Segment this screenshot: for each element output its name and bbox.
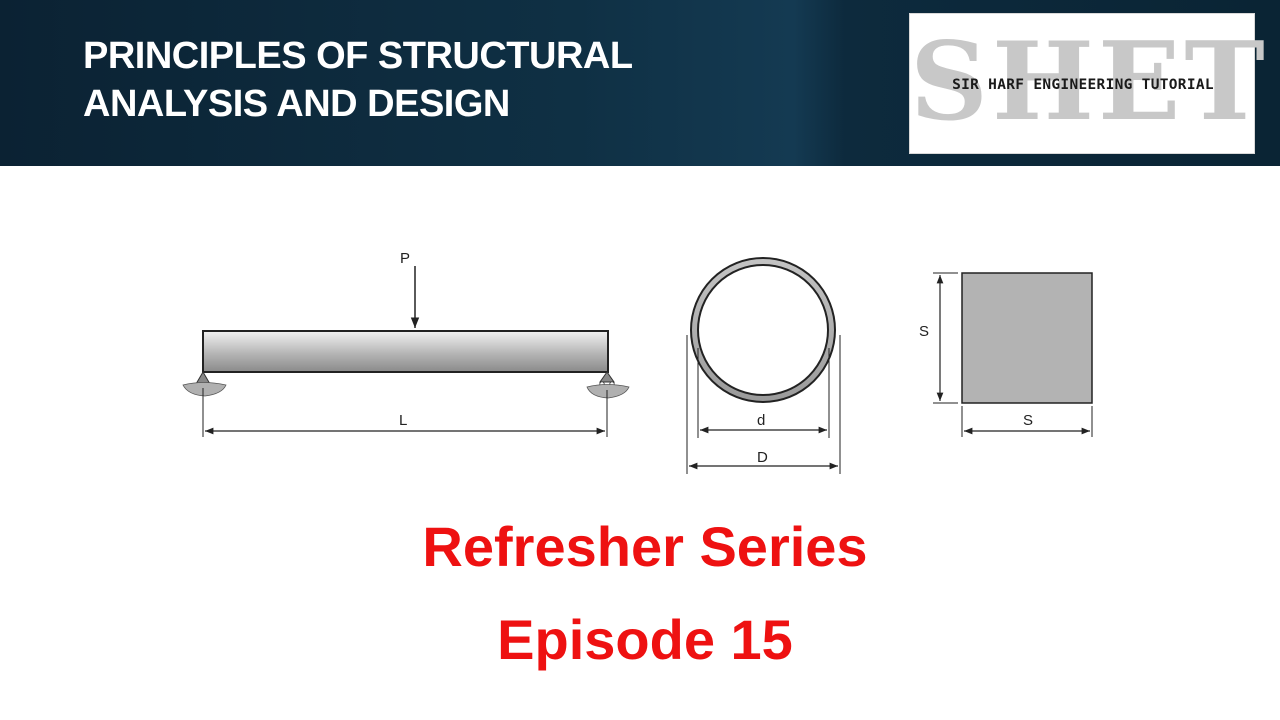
square-height-label: S xyxy=(919,323,929,340)
inner-circle xyxy=(697,264,829,396)
structural-diagram: P L d D S xyxy=(182,250,1093,474)
course-title: PRINCIPLES OF STRUCTURAL ANALYSIS AND DE… xyxy=(83,32,803,128)
course-title-line1: PRINCIPLES OF STRUCTURAL xyxy=(83,35,633,77)
square-width-label: S xyxy=(1023,412,1033,429)
logo-tagline: SIR HARF ENGINEERING TUTORIAL xyxy=(952,77,1214,93)
series-title: Refresher Series xyxy=(422,515,868,578)
outer-diameter-label: D xyxy=(757,449,768,466)
course-title-line2: ANALYSIS AND DESIGN xyxy=(83,83,510,125)
logo-watermark: SHET xyxy=(910,19,1269,145)
square xyxy=(961,272,1093,404)
channel-logo: SHET SIR HARF ENGINEERING TUTORIAL xyxy=(909,13,1269,154)
episode-title: Episode 15 xyxy=(497,608,793,671)
hollow-circle-section: d D xyxy=(686,257,841,474)
inner-diameter-label: d xyxy=(757,412,765,429)
header-banner: PRINCIPLES OF STRUCTURAL ANALYSIS AND DE… xyxy=(0,0,1280,166)
roller-support xyxy=(586,371,630,399)
load-label: P xyxy=(400,250,410,267)
square-section: S S xyxy=(919,272,1093,437)
beam xyxy=(202,330,609,373)
pin-support xyxy=(182,371,227,397)
span-label: L xyxy=(399,412,407,429)
beam-diagram: P L xyxy=(182,250,630,437)
